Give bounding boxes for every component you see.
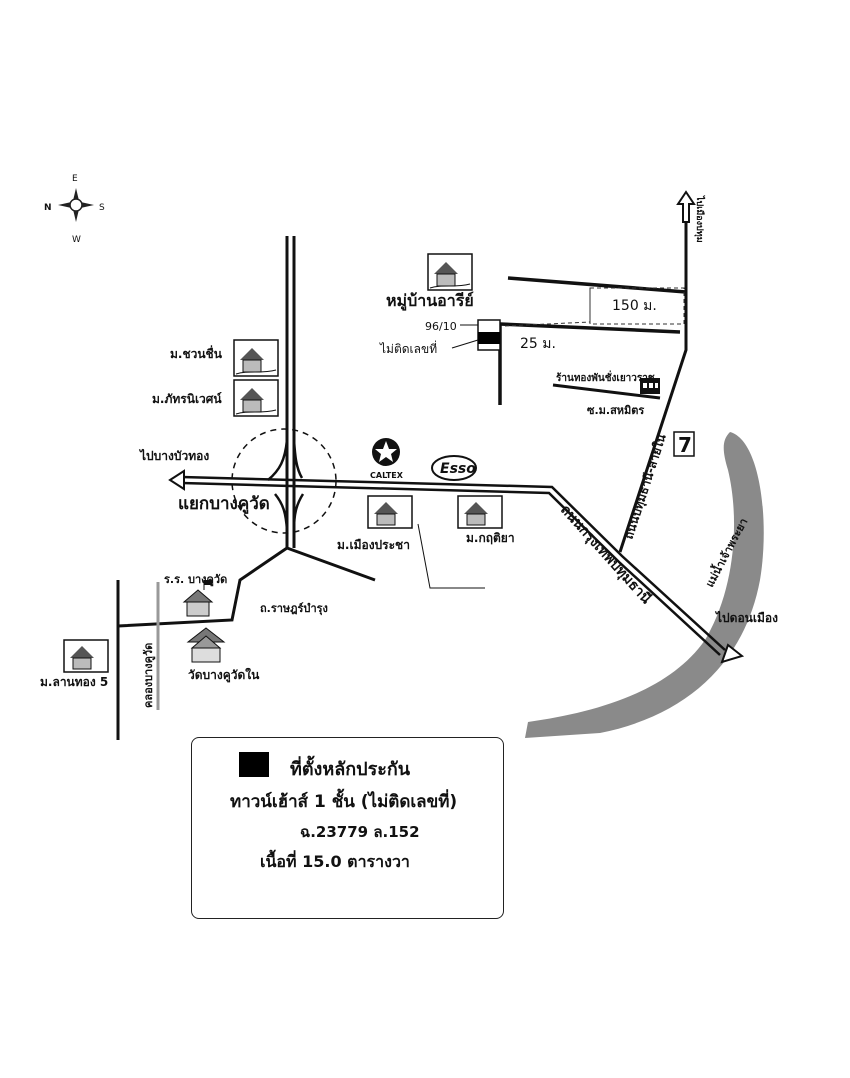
pathum-sai-nai-road [618, 206, 688, 553]
legend-deed: ฉ.23779 ล.152 [300, 823, 420, 841]
pointer-line [417, 523, 485, 589]
krungthep-pathum-road-bottom [181, 481, 721, 656]
house-number-label: 96/10 [425, 320, 457, 333]
krungthep-pathum-road-top [181, 475, 726, 651]
soi-sahamit-label: ซ.ม.สหมิตร [587, 404, 644, 417]
esso-icon [431, 455, 477, 481]
caltex-label: CALTEX [370, 471, 404, 480]
phattharanivet-label: ม.ภัทรนิเวศน์ [152, 392, 222, 406]
village-road-mid [499, 322, 681, 334]
pathum-sai-nai-label: ถนนปทุมธานี-สายใน [621, 431, 670, 541]
no-number-label: ไม่ติดเลขที่ [379, 340, 437, 356]
gold-shop-label: ร้านทองพันชั่งเยาวราช [556, 370, 655, 384]
legend-swatch [239, 752, 269, 777]
school-label: ร.ร. บางคูวัด [164, 573, 227, 587]
mueang-pracha-label: ม.เมืองประชา [337, 538, 410, 552]
arrow-to-don-mueang [720, 643, 745, 664]
arrow-to-bang-bua-thong [168, 469, 185, 491]
village-aree-label: หมู่บ้านอารีย์ [386, 291, 474, 312]
distance-25-label: 25 ม. [520, 336, 556, 352]
legend-area: เนื้อที่ 15.0 ตารางวา [260, 852, 410, 871]
lan-thong-label: ม.ลานทอง 5 [40, 675, 108, 689]
compass-e: E [72, 174, 78, 184]
collateral-marker [478, 332, 500, 344]
canal-label: คลองบางคูวัด [142, 643, 156, 708]
junction-label: แยกบางคูวัด [178, 494, 270, 515]
road-southeast [286, 546, 376, 582]
house-icon-chuan-chuen [233, 339, 279, 377]
to-don-mueang-label: ไปดอนเมือง [714, 610, 778, 625]
school-icon [182, 580, 214, 617]
kritiya-label: ม.กฤติยา [466, 531, 515, 545]
junction-circle [231, 428, 337, 534]
seven-eleven-icon: 7 [673, 431, 695, 457]
house-icon-aree [427, 253, 473, 291]
compass-w: W [72, 235, 81, 245]
ramp-se [292, 493, 305, 531]
caltex-icon [372, 438, 400, 466]
legend-title: ที่ตั้งหลักประกัน [290, 759, 411, 780]
seven-eleven-label: 7 [678, 433, 692, 457]
compass-icon: N E S W [44, 174, 105, 245]
gold-shop-icon [640, 378, 660, 394]
ratsadorn-road [117, 546, 288, 628]
chuan-chuen-label: ม.ชวนชื่น [170, 345, 223, 361]
legend-box: ที่ตั้งหลักประกัน ทาวน์เฮ้าส์ 1 ชั้น (ไม… [191, 737, 504, 919]
distance-25-line [504, 321, 591, 327]
ramp-nw [267, 439, 289, 481]
village-road-top [507, 276, 687, 294]
house-icon-lan-thong [63, 639, 109, 673]
house-icon-kritiya [457, 495, 503, 529]
distance-150-label: 150 ม. [612, 298, 657, 314]
house-icon-phattharanivet [233, 379, 279, 417]
esso-label: Esso [440, 461, 476, 477]
temple-icon [186, 627, 226, 663]
compass-s: S [99, 203, 105, 213]
chao-phraya-river [525, 432, 764, 738]
arrow-to-pathum-city [676, 190, 696, 223]
soi-sahamit-road [552, 383, 661, 400]
compass-n: N [44, 203, 52, 213]
house-icon-mueang-pracha [367, 495, 413, 529]
to-pathum-city-label: ไปเมืองปทุม [694, 195, 706, 243]
ramp-ne [292, 439, 304, 479]
legend-property-type: ทาวน์เฮ้าส์ 1 ชั้น (ไม่ติดเลขที่) [230, 792, 458, 812]
temple-label: วัดบางคูวัดใน [188, 667, 260, 683]
ratsadorn-road-label: ถ.ราษฎร์บำรุง [260, 602, 328, 616]
to-bang-bua-thong-label: ไปบางบัวทอง [138, 448, 209, 463]
ramp-sw [274, 493, 289, 531]
